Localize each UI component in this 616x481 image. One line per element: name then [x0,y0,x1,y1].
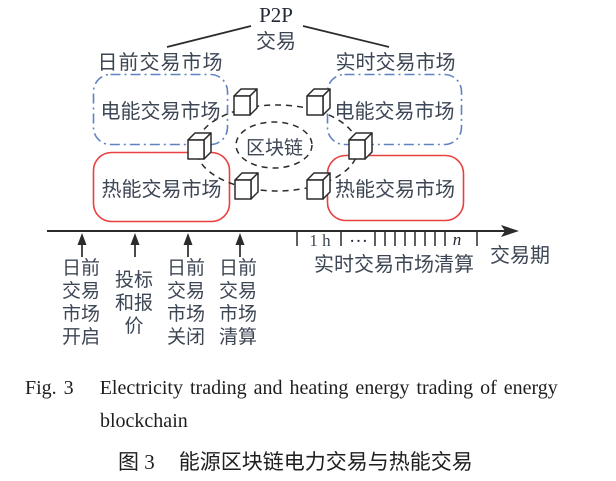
day-ahead-market-label: 日前交易市场 [97,52,224,74]
axis-arrowhead-icon [501,225,519,237]
p2p-connector-lines [166,25,390,48]
timeline-axis [47,225,519,237]
blockchain-ellipse [235,121,313,169]
milestone-arrow-icon [130,233,140,257]
fig-number-en: Fig. 3 [25,377,74,399]
realtime-market-label: 实时交易市场 [335,52,456,74]
milestone-arrow-icon [235,233,245,257]
blockchain-block-icon [187,132,212,160]
milestone-arrow-icon [183,233,193,257]
blockchain-block-icon [306,172,331,200]
blockchain-block-icon [306,88,331,116]
timeline-ticks [296,232,478,246]
caption-text-en: Electricity trading and heating energy t… [99,377,558,399]
p2p-line-left [166,25,252,48]
electric-market-box-outline-left [92,73,229,146]
caption-line-zh: 图 3 能源区块链电力交易与热能交易 [118,446,473,476]
fig-number-zh: 图 3 [118,450,155,474]
milestone-arrow-icon [77,233,87,257]
heat-market-box-left: 热能交易市场 [101,178,222,201]
milestone-arrows [77,233,245,257]
milestone-label-day-ahead-settlement: 日前 交易 市场 清算 [218,258,257,348]
blockchain-label: 区块链 [245,138,303,159]
electric-market-box-right: 电能交易市场 [334,101,455,123]
caption-text-zh: 能源区块链电力交易与热能交易 [178,450,473,474]
p2p-line-right [302,25,390,48]
n-tick-label: n [452,230,462,249]
electric-market-box-outline-right [326,73,463,146]
realtime-settlement-label: 实时交易市场清算 [314,254,474,276]
milestone-label-bidding-quoting: 投标 和报 价 [114,270,153,337]
ellipsis-label: … [349,226,368,247]
electric-market-box-left: 电能交易市场 [100,101,221,123]
blockchain-block-icon [233,88,258,116]
caption-line-1: Fig. 3 Electricity trading and heating e… [25,377,558,400]
milestone-label-day-ahead-close: 日前 交易 市场 关闭 [166,258,205,348]
heat-market-box-right: 热能交易市场 [335,179,455,201]
heat-market-box-outline-left [92,151,231,223]
hour-tick-label: 1 h [309,231,331,250]
milestone-label-day-ahead-open: 日前 交易 市场 开启 [61,258,100,348]
p2p-title: P2P [259,3,293,27]
blockchain-block-icon [234,172,259,200]
caption-line-2: blockchain [100,410,188,432]
p2p-subtitle: 交易 [256,31,296,53]
trading-period-label: 交易期 [490,245,550,267]
blockchain-block-icon [348,132,373,160]
